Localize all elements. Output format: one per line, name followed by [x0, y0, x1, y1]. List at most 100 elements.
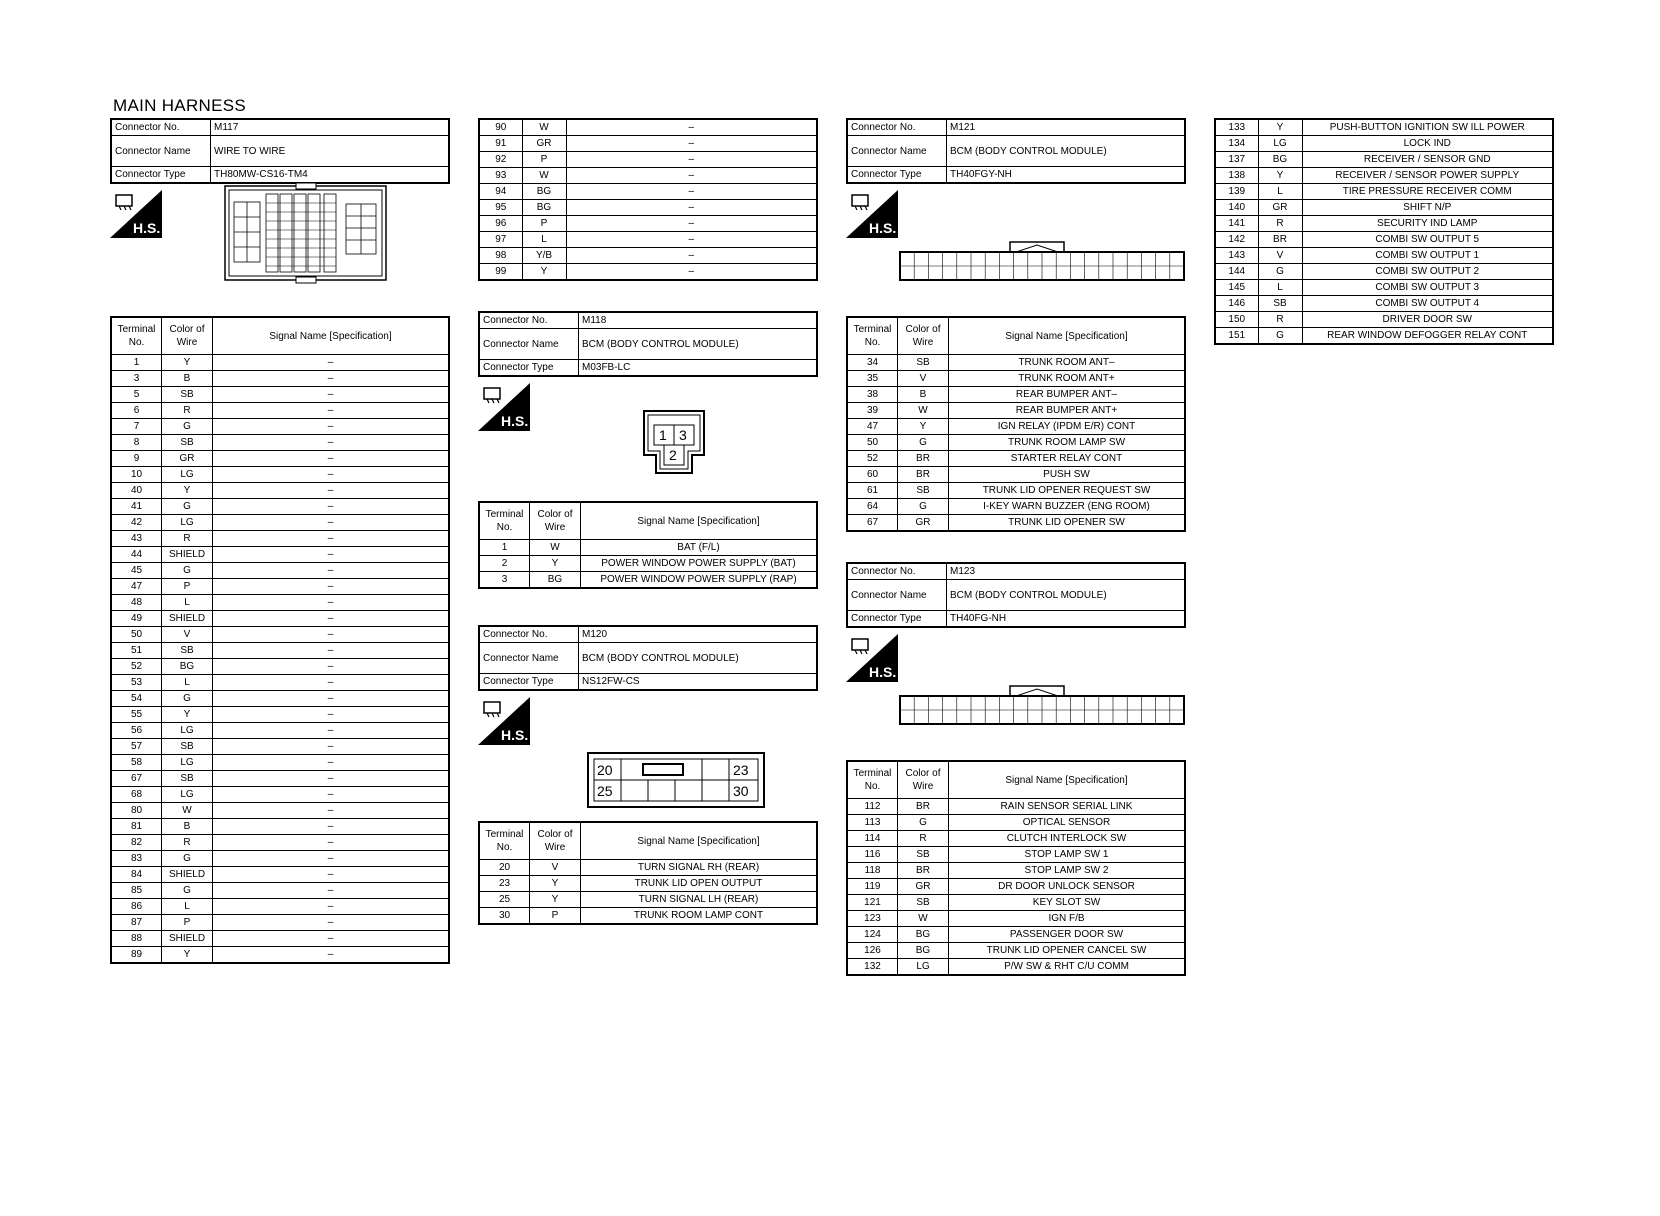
signal-name-cell: TRUNK LID OPENER REQUEST SW — [948, 482, 1186, 499]
wire-color-cell: B — [897, 386, 949, 403]
color-of-wire-header: Color of Wire — [529, 821, 581, 860]
wire-color-cell: G — [1257, 327, 1303, 345]
wire-color-cell: G — [897, 434, 949, 451]
terminal-no-cell: 140 — [1214, 199, 1259, 216]
connector-type-label: Connector Type — [846, 610, 947, 628]
wire-color-cell: V — [161, 626, 213, 643]
terminal-no-cell: 96 — [478, 215, 523, 232]
signal-name-cell: – — [565, 215, 818, 232]
terminal-no-cell: 55 — [110, 706, 162, 723]
terminal-no-cell: 9 — [110, 450, 162, 467]
wire-color-cell: P — [529, 907, 581, 925]
wire-color-cell: GR — [897, 878, 949, 895]
signal-name-cell: – — [212, 466, 450, 483]
hs-icon: H.S. — [478, 697, 530, 745]
terminal-no-cell: 81 — [110, 818, 162, 835]
wire-color-cell: B — [161, 818, 213, 835]
signal-name-cell: – — [212, 930, 450, 947]
signal-name-cell: STARTER RELAY CONT — [948, 450, 1186, 467]
connector-type-value: TH80MW-CS16-TM4 — [210, 166, 450, 184]
wire-color-cell: G — [161, 418, 213, 435]
signal-name-cell: TURN SIGNAL RH (REAR) — [580, 859, 818, 876]
signal-name-cell: – — [212, 402, 450, 419]
terminal-no-cell: 95 — [478, 199, 523, 216]
signal-name-cell: TRUNK ROOM ANT+ — [948, 370, 1186, 387]
signal-name-cell: BAT (F/L) — [580, 539, 818, 556]
signal-name-cell: COMBI SW OUTPUT 5 — [1301, 231, 1554, 248]
signal-name-cell: – — [212, 770, 450, 787]
terminal-no-cell: 50 — [846, 434, 898, 451]
wire-color-cell: BR — [897, 798, 949, 815]
m118-connector-figure: H.S. 1 3 2 — [478, 383, 818, 501]
wire-color-cell: SB — [897, 894, 949, 911]
terminal-no-cell: 5 — [110, 386, 162, 403]
m123-connector-diagram — [899, 685, 1185, 725]
terminal-no-cell: 30 — [478, 907, 530, 925]
pin-label: 1 — [659, 427, 667, 443]
wire-color-cell: W — [521, 118, 567, 136]
signal-name-cell: – — [212, 898, 450, 915]
connector-no-label: Connector No. — [478, 625, 579, 643]
wire-color-cell: LG — [161, 754, 213, 771]
wire-color-cell: G — [161, 690, 213, 707]
signal-name-cell: – — [212, 818, 450, 835]
wire-color-cell: G — [161, 562, 213, 579]
signal-name-cell: – — [565, 183, 818, 200]
terminal-no-header: Terminal No. — [110, 316, 162, 355]
wire-color-cell: L — [1257, 183, 1303, 200]
signal-name-cell: – — [212, 578, 450, 595]
terminal-no-cell: 139 — [1214, 183, 1259, 200]
terminal-no-cell: 150 — [1214, 311, 1259, 328]
terminal-no-cell: 10 — [110, 466, 162, 483]
connector-no-label: Connector No. — [478, 311, 579, 329]
wire-color-cell: Y/B — [521, 247, 567, 264]
connector-type-value: NS12FW-CS — [578, 673, 818, 691]
terminal-no-cell: 3 — [110, 370, 162, 387]
terminal-no-cell: 151 — [1214, 327, 1259, 345]
wire-color-cell: SB — [161, 434, 213, 451]
connector-type-label: Connector Type — [110, 166, 211, 184]
wire-color-cell: SHIELD — [161, 610, 213, 627]
terminal-no-cell: 68 — [110, 786, 162, 803]
hs-label: H.S. — [869, 220, 896, 236]
wire-color-cell: Y — [161, 482, 213, 499]
signal-name-cell: – — [212, 866, 450, 883]
wire-color-cell: SB — [161, 770, 213, 787]
connector-type-label: Connector Type — [478, 359, 579, 377]
wire-color-cell: SHIELD — [161, 930, 213, 947]
signal-name-cell: REAR BUMPER ANT– — [948, 386, 1186, 403]
wire-color-cell: L — [1257, 279, 1303, 296]
signal-name-cell: – — [212, 514, 450, 531]
wire-color-cell: GR — [1257, 199, 1303, 216]
signal-name-cell: TURN SIGNAL LH (REAR) — [580, 891, 818, 908]
terminal-no-cell: 92 — [478, 151, 523, 168]
connector-type-label: Connector Type — [478, 673, 579, 691]
signal-name-cell: TRUNK ROOM LAMP SW — [948, 434, 1186, 451]
wire-color-cell: BG — [521, 199, 567, 216]
wire-color-cell: R — [1257, 311, 1303, 328]
wire-color-cell: V — [1257, 247, 1303, 264]
signal-name-cell: RECEIVER / SENSOR GND — [1301, 151, 1554, 168]
signal-name-cell: DR DOOR UNLOCK SENSOR — [948, 878, 1186, 895]
terminal-no-cell: 86 — [110, 898, 162, 915]
terminal-no-cell: 134 — [1214, 135, 1259, 152]
terminal-no-cell: 41 — [110, 498, 162, 515]
